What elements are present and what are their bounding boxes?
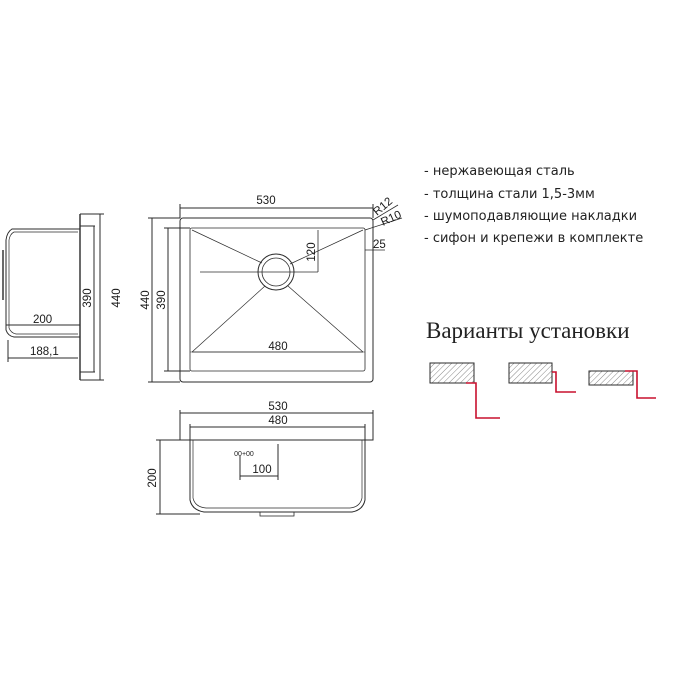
side-view	[2, 213, 104, 381]
front-dim-530: 530	[268, 401, 287, 413]
top-view-bowl	[189, 227, 366, 372]
front-view	[156, 410, 374, 517]
front-dim-480: 480	[268, 415, 287, 427]
side-dim-440: 440	[111, 288, 123, 307]
side-view-bowl-profile	[5, 228, 80, 338]
front-dim-100: 100	[252, 464, 271, 476]
top-dim-390: 390	[156, 290, 168, 309]
feature-noise-pads: - шумоподавляющие накладки	[424, 209, 638, 224]
top-view-drain-line-bl	[191, 285, 266, 353]
top-dim-r12-leader	[372, 204, 399, 221]
top-dim-480: 480	[268, 341, 287, 353]
variant-3	[588, 370, 656, 399]
variant-3-countertop	[588, 370, 634, 386]
variant-2-bracket	[552, 371, 576, 393]
variant-3-bracket	[625, 370, 656, 399]
variant-2-countertop	[508, 362, 553, 384]
top-dim-r10-leader	[364, 217, 403, 231]
side-dim-200: 200	[33, 314, 52, 326]
feature-material: - нержавеющая сталь	[424, 164, 575, 179]
top-view-drain-line-tr	[289, 229, 364, 265]
top-dim-120: 120	[306, 242, 318, 261]
front-view-bowl-inner	[192, 440, 363, 509]
front-view-drain	[259, 511, 295, 517]
top-dim-530: 530	[256, 195, 275, 207]
variant-1-countertop	[429, 362, 475, 384]
top-dim-440: 440	[140, 290, 152, 309]
variant-1-bracket	[466, 382, 500, 419]
top-view-outer-rim	[179, 217, 374, 383]
side-view-bowl-inner	[8, 231, 78, 335]
front-view-rim	[179, 434, 374, 441]
feature-siphon: - сифон и крепежи в комплекте	[424, 231, 644, 246]
variant-1	[429, 362, 500, 419]
top-dim-25: 25	[373, 239, 386, 251]
front-dim-200: 200	[147, 468, 159, 487]
top-view-drain-line-br	[287, 285, 364, 353]
side-dim-390: 390	[82, 288, 94, 307]
variants-title: Варианты установки	[426, 318, 630, 343]
front-drain-mark: 00+00	[234, 451, 254, 458]
side-dim-188-1: 188,1	[30, 346, 59, 358]
top-view-drain-line-tl	[191, 229, 263, 264]
feature-thickness: - толщина стали 1,5-3мм	[424, 187, 595, 202]
top-view	[148, 204, 403, 383]
variant-2	[508, 362, 576, 393]
